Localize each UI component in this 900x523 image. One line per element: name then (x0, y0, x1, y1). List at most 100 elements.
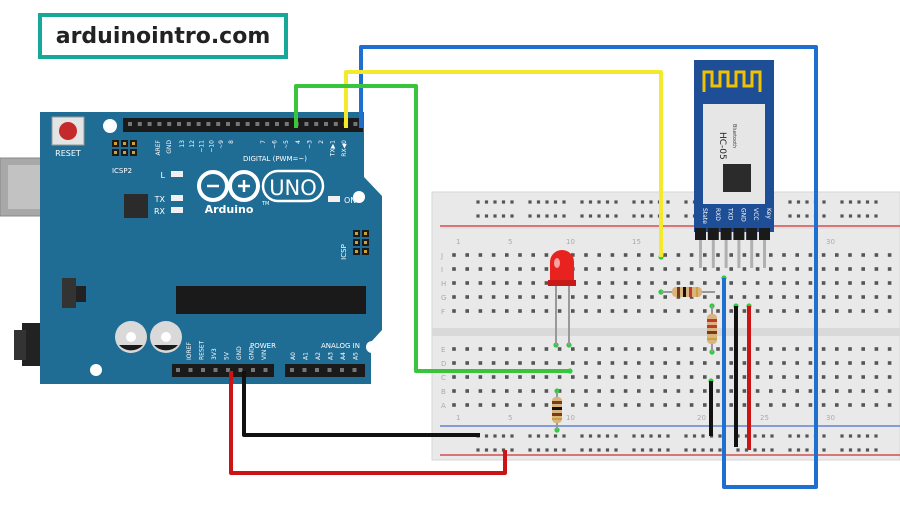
mounting-hole (366, 341, 378, 353)
row-label: A (441, 402, 446, 410)
module-pin-label: RXD (714, 208, 721, 221)
row-label: B (441, 388, 446, 396)
wire-yellow-tx-to-divider (344, 70, 663, 257)
breadboard-channel (432, 328, 900, 336)
row-label: D (441, 360, 446, 368)
digital-pin-label: RX◀0 (341, 140, 348, 157)
digital-pin-label: ~5 (283, 140, 290, 149)
row-label: C (441, 374, 446, 382)
on-label: ON (344, 196, 356, 205)
digital-pin-label: 2 (318, 140, 325, 144)
arduino-name: Arduino (205, 203, 254, 216)
model-name: UNO (269, 176, 317, 200)
resistor-divider-horizontal (661, 287, 715, 297)
module-pin-label: GND (739, 208, 746, 222)
digital-pin-label: 12 (189, 140, 196, 148)
column-number: 1 (456, 238, 460, 246)
bluetooth-label: Bluetooth (731, 124, 737, 148)
breadboard-holes (452, 200, 892, 452)
digital-pin-label: 13 (179, 140, 186, 148)
column-number: 10 (566, 414, 575, 422)
icsp2-label: ICSP2 (112, 167, 132, 175)
power-pin-label: 3V3 (211, 348, 218, 360)
row-label: F (441, 308, 445, 316)
reset-button-cap (59, 122, 77, 140)
led-rx-label: RX (154, 207, 166, 216)
breadboard-body (431, 191, 900, 461)
bt-ic (723, 164, 751, 192)
red-led (548, 250, 576, 345)
power-pin-label: GND (249, 346, 256, 360)
site-watermark: arduinointro.com (38, 13, 288, 59)
analog-header (285, 364, 365, 377)
digital-pin-label: 4 (295, 140, 302, 144)
atmega-chip (176, 286, 366, 314)
aref-label: AREF (155, 139, 162, 155)
analog-header-pins (290, 368, 357, 372)
gnd-top-label: GND (166, 140, 173, 154)
power-pin-label: RESET (199, 340, 206, 360)
power-header-pins (176, 368, 268, 372)
icsp-label: ICSP (340, 244, 348, 260)
power-pin-label: IOREF (186, 342, 193, 360)
led-l (171, 171, 183, 177)
column-number: 5 (508, 414, 512, 422)
power-label: POWER (250, 342, 276, 350)
digital-pin-label: ~10 (208, 140, 215, 153)
power-pin-label: 5V (224, 351, 231, 360)
power-pin-label: VIN (261, 350, 268, 360)
capacitor (115, 321, 147, 353)
analog-pin-label: A1 (303, 352, 310, 360)
resistor-divider-vertical (707, 306, 717, 352)
digital-pin-label: 7 (260, 140, 267, 144)
column-number: 10 (566, 238, 575, 246)
resistor-led (552, 392, 562, 430)
column-number: 15 (632, 238, 641, 246)
antenna-trace (702, 70, 762, 92)
module-pin-label: State (701, 208, 708, 224)
analog-pin-label: A0 (290, 352, 297, 360)
wire-blue-rx-to-txd (359, 45, 818, 489)
led-l-label: L (161, 171, 166, 180)
hc05-label: HC-05 (717, 132, 727, 160)
column-number: 5 (508, 238, 512, 246)
column-number: 30 (826, 238, 835, 246)
mounting-hole (103, 119, 117, 133)
module-pin-label: VCC (752, 208, 759, 220)
led-tx-label: TX (154, 195, 166, 204)
led-tx (171, 195, 183, 201)
mounting-hole (90, 364, 102, 376)
usb-chip (124, 194, 148, 218)
analog-pin-label: A2 (315, 352, 322, 360)
analog-pin-label: A3 (328, 352, 335, 360)
module-pin-label: TXD (727, 207, 734, 221)
trademark-mark: TM (261, 201, 269, 207)
row-label: I (441, 266, 443, 274)
row-label: H (441, 280, 446, 288)
column-number: 20 (697, 414, 706, 422)
icsp-header (353, 230, 369, 255)
power-header (172, 364, 274, 377)
row-label: G (441, 294, 446, 302)
board-pcb (40, 112, 382, 384)
icsp2-header (112, 140, 137, 156)
led-on (328, 196, 340, 202)
digital-header (123, 118, 363, 132)
digital-pin-label: ~3 (306, 140, 313, 149)
analog-label: ANALOG IN (321, 342, 360, 350)
digital-label: DIGITAL (PWM=~) (243, 155, 307, 163)
row-label: E (441, 346, 445, 354)
capacitor (150, 321, 182, 353)
led-rx (171, 207, 183, 213)
voltage-regulator (62, 278, 76, 308)
arduino-logo (197, 170, 260, 202)
digital-pin-label: ~11 (199, 140, 206, 153)
